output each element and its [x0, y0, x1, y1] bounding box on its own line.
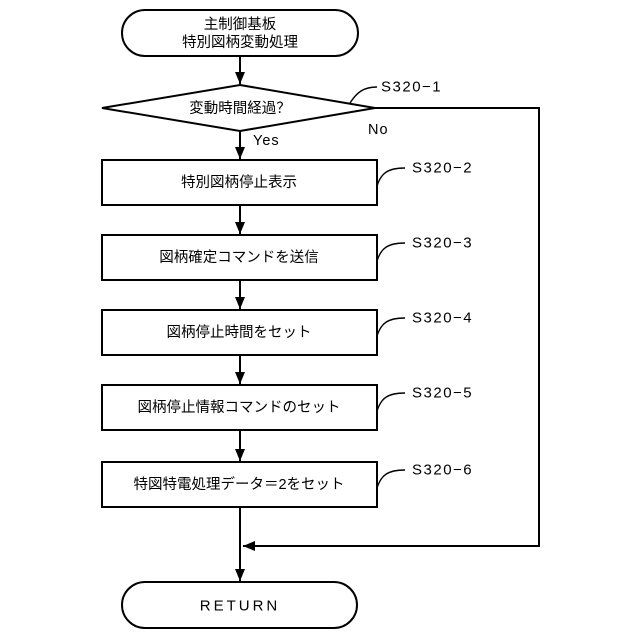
- decision-question: 変動時間経過？: [189, 100, 291, 117]
- process-box-3-label: 図柄停止時間をセット: [167, 324, 312, 341]
- leader-step1: [376, 167, 406, 187]
- branch-label-yes: Yes: [253, 133, 280, 149]
- step-label-s320-5: S320−5: [412, 385, 473, 402]
- return-label: RETURN: [200, 598, 281, 615]
- branch-label-no: No: [368, 122, 389, 138]
- leader-decision: [349, 86, 378, 104]
- start-label-line2: 特別図柄変動処理: [182, 34, 298, 51]
- step-label-s320-2: S320−2: [412, 160, 473, 177]
- process-box-1: [101, 159, 378, 206]
- step-label-s320-1: S320−1: [381, 79, 442, 96]
- no-branch-line: [243, 107, 540, 551]
- start-label-line1: 主制御基板: [204, 15, 277, 33]
- step-label-s320-3: S320−3: [412, 235, 473, 252]
- return-terminator: [121, 581, 358, 629]
- process-box-4: [101, 384, 378, 431]
- step-label-s320-6: S320−6: [412, 462, 473, 479]
- step-label-s320-4: S320−4: [412, 310, 473, 327]
- leader-step3: [376, 317, 406, 337]
- process-box-1-label: 特別図柄停止表示: [181, 174, 297, 191]
- process-box-5-label: 特図特電処理データ＝2をセット: [133, 475, 344, 493]
- leader-step5: [376, 469, 406, 489]
- process-box-4-label: 図柄停止情報コマンドのセット: [138, 399, 341, 416]
- process-box-2-label: 図柄確定コマンドを送信: [159, 249, 319, 266]
- leader-step4: [376, 392, 406, 412]
- leader-step2: [376, 242, 406, 262]
